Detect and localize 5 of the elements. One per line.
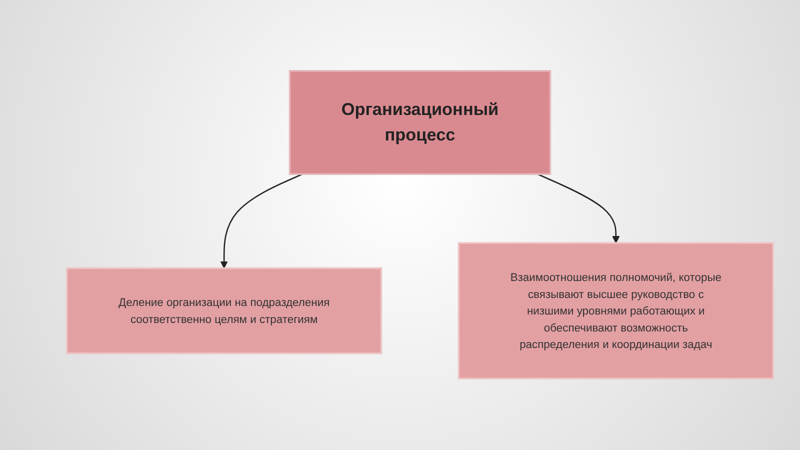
arrow: [537, 174, 620, 244]
node-box: Взаимоотношения полномочий, которые связывают высшее руководство с низшими уровнями работающих и обеспечивают возможность распределения и координации задач: [458, 242, 774, 380]
arrow: [220, 174, 303, 269]
node-box: Деление организации на подразделения соответственно целям и стратегиям: [66, 268, 382, 354]
node-box: Организационный процесс: [288, 70, 552, 176]
